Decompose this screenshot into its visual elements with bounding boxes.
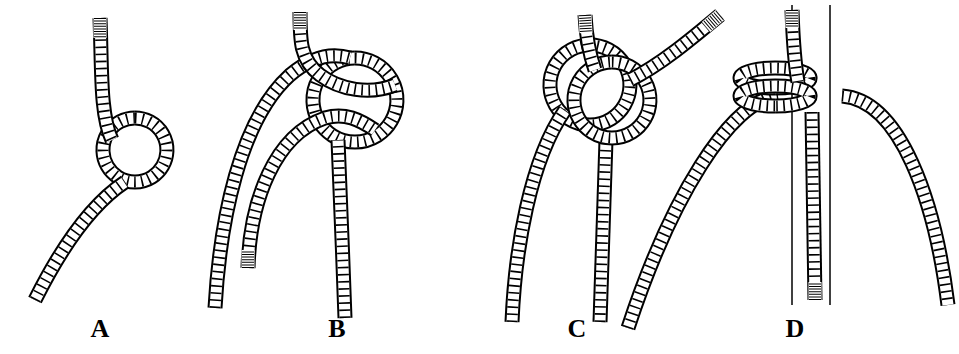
figure-letter: B <box>328 316 345 342</box>
rope-figure-a <box>35 18 167 300</box>
rope-figure-d <box>628 5 948 328</box>
figure-letter: D <box>786 316 805 342</box>
rope-figure-c <box>512 15 720 322</box>
rope-figure-b <box>215 12 397 318</box>
figure-letter: C <box>568 316 587 342</box>
figure-letter: A <box>91 316 110 342</box>
